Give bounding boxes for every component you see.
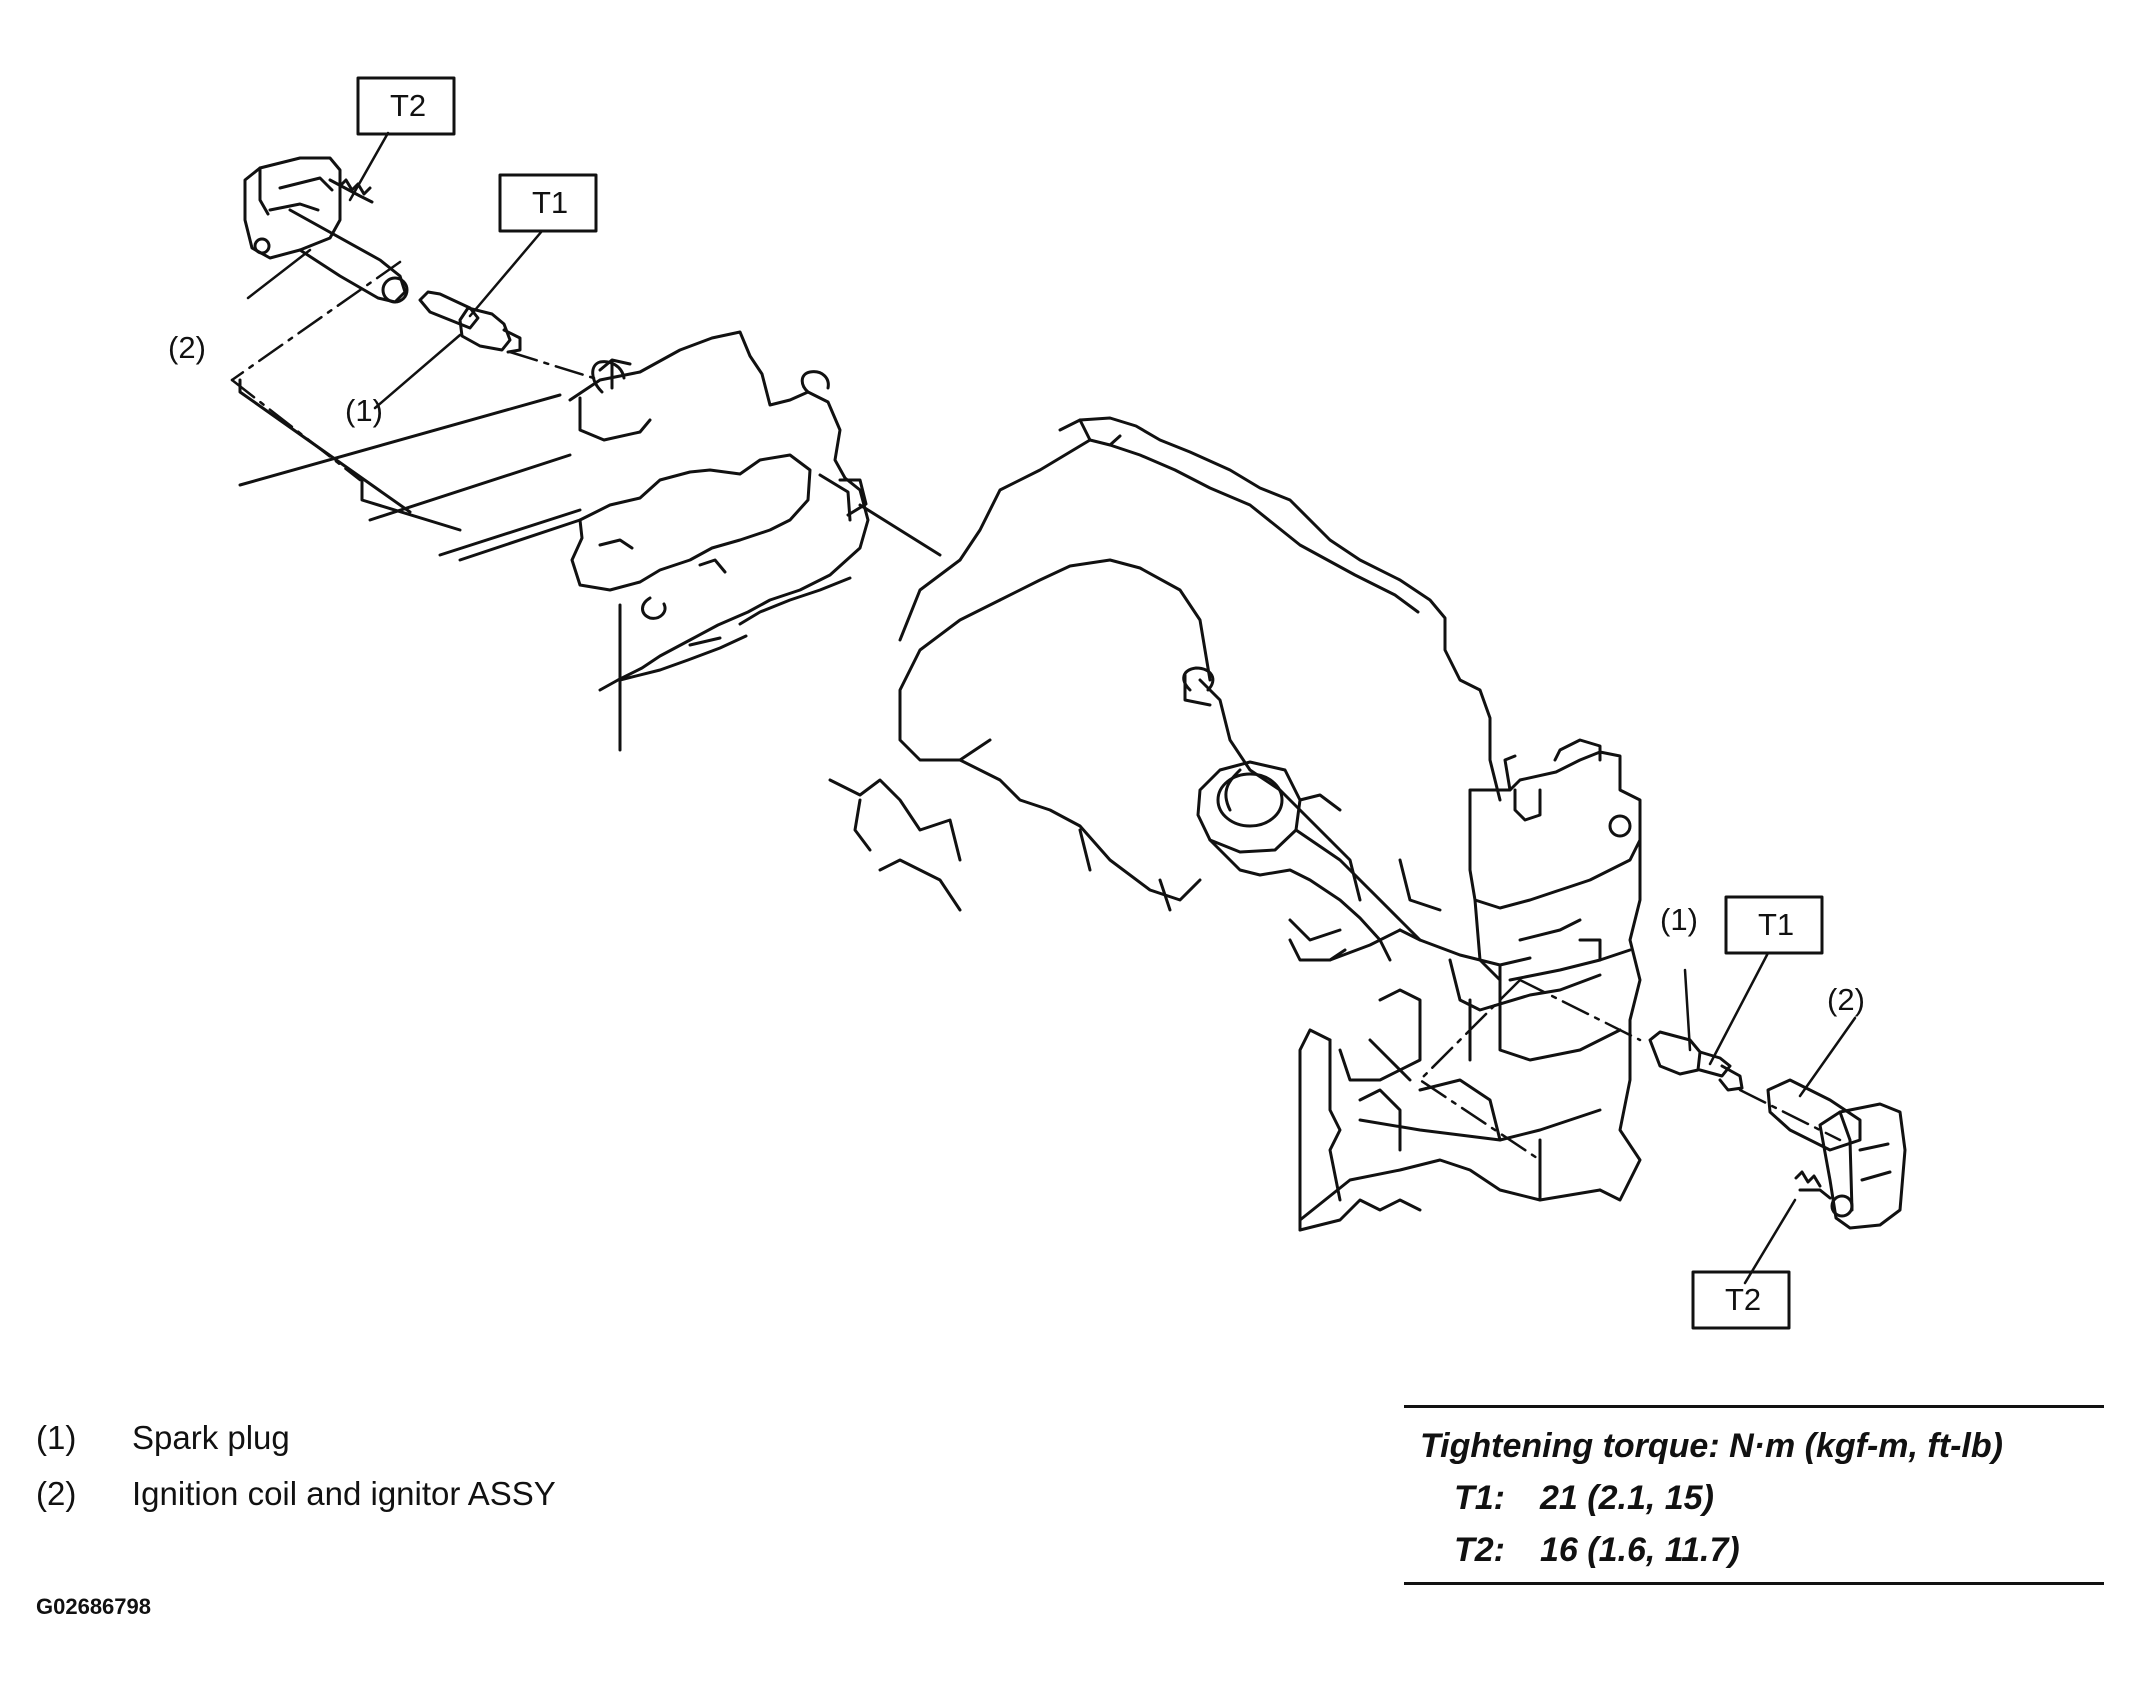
t1-label-right: T1 [1758, 907, 1795, 942]
ignition-coil-top [243, 156, 409, 304]
legend-row: (1) Spark plug [36, 1410, 556, 1466]
legend-number: (1) [36, 1419, 77, 1456]
torque-spec-table: Tightening torque: N·m (kgf-m, ft-lb) T1… [1404, 1405, 2104, 1585]
centerlines [230, 260, 1842, 1162]
parts-legend: (1) Spark plug (2) Ignition coil and ign… [36, 1410, 556, 1522]
t2-box-bottom [1691, 1270, 1791, 1330]
item2-callout-right: (2) [1827, 982, 1865, 1017]
spark-plug-right [1648, 1030, 1744, 1092]
spark-plug-top [418, 290, 522, 354]
oil-filler-cap [1196, 760, 1422, 962]
t2-label-top: T2 [390, 88, 427, 123]
t1-label-top: T1 [532, 185, 569, 220]
torque-row: T2: 16 (1.6, 11.7) [1404, 1524, 2104, 1576]
engine-block [828, 416, 1502, 912]
torque-value: 21 (2.1, 15) [1540, 1479, 1714, 1517]
item1-callout-top: (1) [345, 393, 383, 428]
t1-box-right [1724, 895, 1824, 955]
right-cylinder-head [1288, 738, 1642, 1232]
legend-text: Ignition coil and ignitor ASSY [132, 1475, 556, 1512]
left-cylinder-head [238, 330, 942, 752]
legend-row: (2) Ignition coil and ignitor ASSY [36, 1466, 556, 1522]
t2-box-top [356, 76, 456, 136]
legend-number: (2) [36, 1475, 77, 1512]
t2-label-bottom: T2 [1725, 1282, 1762, 1317]
figure-id: G02686798 [36, 1594, 151, 1619]
legend-text: Spark plug [132, 1419, 290, 1456]
torque-value: 16 (1.6, 11.7) [1540, 1531, 1740, 1569]
leader-lines [246, 131, 1857, 1285]
item1-callout-right: (1) [1660, 902, 1698, 937]
torque-key: T1: [1454, 1479, 1505, 1517]
torque-row: T1: 21 (2.1, 15) [1404, 1472, 2104, 1524]
t1-box-top [498, 173, 598, 233]
ignition-coil-right [1766, 1078, 1907, 1230]
torque-header: Tightening torque: N·m (kgf-m, ft-lb) [1420, 1427, 2003, 1465]
torque-key: T2: [1454, 1531, 1505, 1569]
item2-callout-top: (2) [168, 330, 206, 365]
